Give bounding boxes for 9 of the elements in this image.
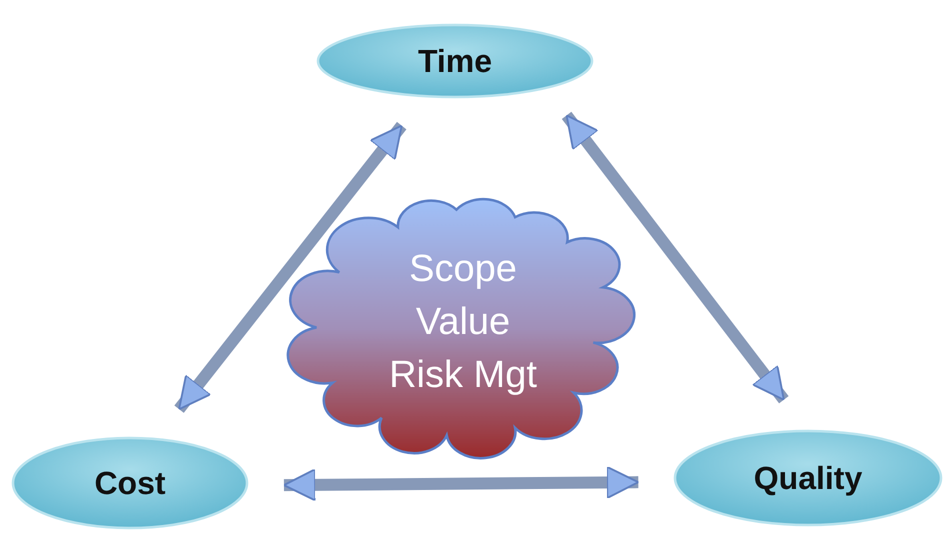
node-label: Cost	[94, 464, 166, 502]
cloud-text: Scope	[409, 246, 517, 292]
node-label: Time	[418, 42, 492, 80]
cloud-text: Risk Mgt	[389, 353, 537, 398]
node-label: Quality	[754, 460, 862, 496]
double-arrow	[283, 466, 640, 502]
double-arrow	[562, 112, 789, 404]
cloud-text: Value	[416, 300, 510, 345]
double-arrow	[174, 122, 406, 413]
